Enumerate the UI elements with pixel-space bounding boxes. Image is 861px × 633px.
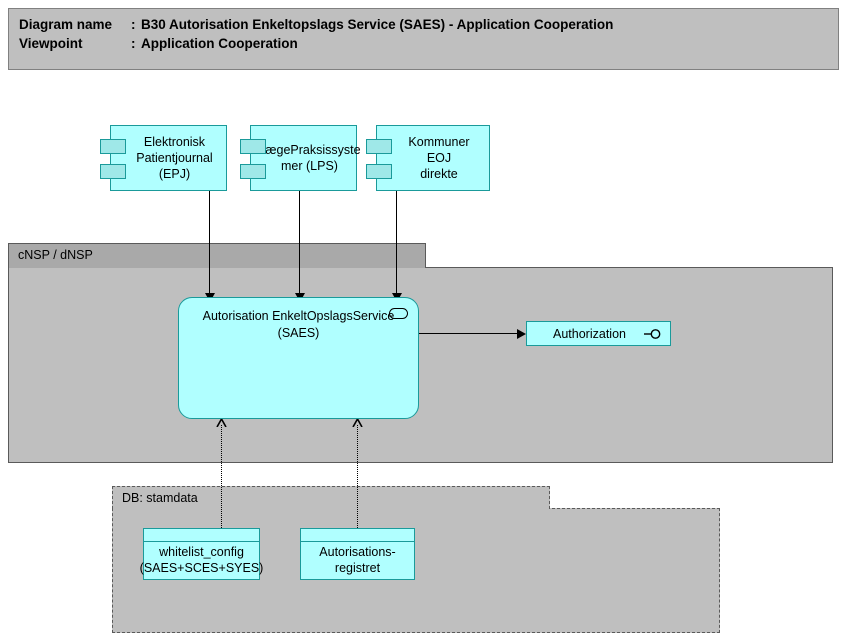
application-service-saes-line2: (SAES) <box>277 326 320 340</box>
diagram-name-separator: : <box>131 17 136 32</box>
diagram-title-block: Diagram name : B30 Autorisation Enkeltop… <box>8 8 839 70</box>
component-lps[interactable]: LægePraksissyste mer (LPS) <box>240 125 361 191</box>
component-epj[interactable]: Elektronisk Patientjournal (EPJ) <box>100 125 227 191</box>
connector-lps-to-saes <box>299 191 300 296</box>
container-cnsp-dnsp-tab: cNSP / dNSP <box>8 243 426 268</box>
data-object-header-band <box>144 529 259 542</box>
connector-whitelist-to-saes <box>221 425 222 528</box>
data-object-autorisationsregistret[interactable]: Autorisations- registret <box>300 528 415 580</box>
connector-whitelist-to-saes-arrowhead <box>216 418 227 427</box>
interface-authorization[interactable]: Authorization <box>526 321 671 346</box>
uml-component-icon-tab-bottom <box>366 164 392 179</box>
interface-authorization-label: Authorization <box>553 326 626 341</box>
viewpoint-value: Application Cooperation <box>141 36 298 51</box>
data-object-whitelist-config[interactable]: whitelist_config (SAES+SCES+SYES) <box>139 528 264 580</box>
connector-saes-to-authorization-arrowhead <box>517 329 526 339</box>
container-db-stamdata-label: DB: stamdata <box>122 491 198 505</box>
uml-component-icon-tab-bottom <box>240 164 266 179</box>
container-cnsp-dnsp[interactable]: cNSP / dNSP <box>8 243 833 463</box>
connector-epj-to-saes <box>209 191 210 296</box>
application-service-saes-line1: Autorisation EnkeltOpslagsService <box>202 309 395 323</box>
component-epj-label: Elektronisk Patientjournal (EPJ) <box>136 135 213 181</box>
data-object-whitelist-config-label: whitelist_config (SAES+SCES+SYES) <box>139 545 264 575</box>
data-object-autorisationsregistret-label: Autorisations- registret <box>319 545 396 575</box>
connector-autorisationsregistret-to-saes-arrowhead <box>352 418 363 427</box>
container-db-stamdata-tab: DB: stamdata <box>112 486 550 509</box>
data-object-header-band <box>301 529 414 542</box>
viewpoint-separator: : <box>131 36 136 51</box>
component-kommuner-eoj-label: Kommuner EOJ direkte <box>408 135 470 181</box>
connector-saes-to-authorization <box>419 333 519 334</box>
diagram-name-label: Diagram name <box>19 17 113 32</box>
connector-autorisationsregistret-to-saes <box>357 425 358 528</box>
uml-component-icon-tab-top <box>366 139 392 154</box>
connector-kommuner-to-saes <box>396 191 397 296</box>
container-cnsp-dnsp-body <box>8 267 833 463</box>
diagram-name-value: B30 Autorisation Enkeltopslags Service (… <box>141 17 614 32</box>
viewpoint-label: Viewpoint <box>19 36 83 51</box>
provided-interface-lollipop-icon <box>644 328 661 339</box>
application-service-icon <box>389 308 408 319</box>
uml-component-icon-tab-top <box>240 139 266 154</box>
component-kommuner-eoj[interactable]: Kommuner EOJ direkte <box>366 125 490 191</box>
diagram-name-row: Diagram name : B30 Autorisation Enkeltop… <box>19 15 838 34</box>
uml-component-icon-tab-top <box>100 139 126 154</box>
component-lps-label: LægePraksissyste mer (LPS) <box>258 143 361 173</box>
application-service-saes[interactable]: Autorisation EnkeltOpslagsService (SAES) <box>178 297 419 419</box>
uml-component-icon-tab-bottom <box>100 164 126 179</box>
container-cnsp-dnsp-label: cNSP / dNSP <box>18 248 93 262</box>
viewpoint-row: Viewpoint : Application Cooperation <box>19 34 838 53</box>
